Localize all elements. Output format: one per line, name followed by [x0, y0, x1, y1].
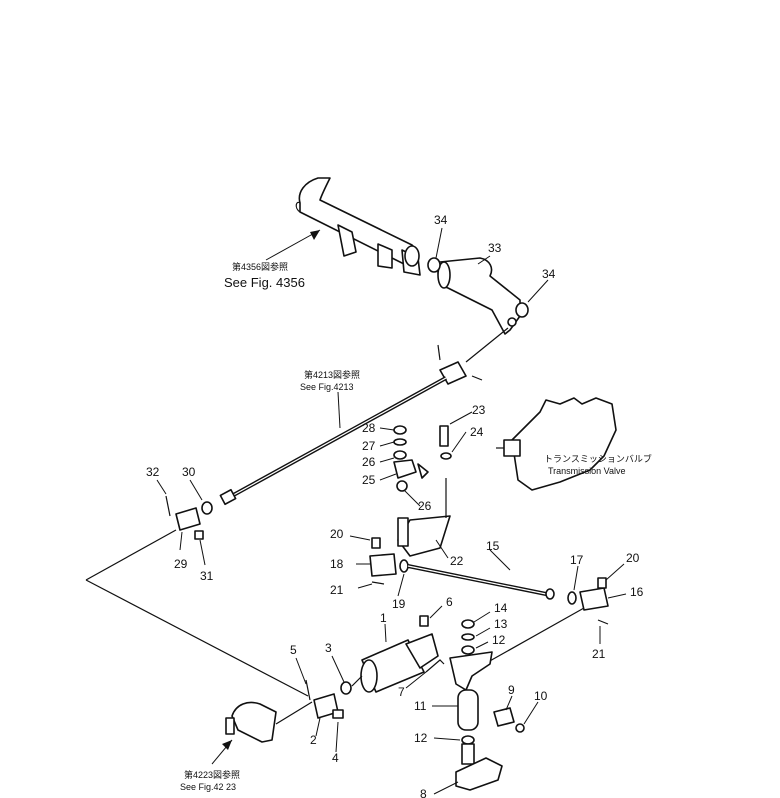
- callout-15: 15: [486, 539, 500, 553]
- transmission-valve: [496, 397, 617, 491]
- callout-13: 13: [494, 617, 508, 631]
- callout-6: 6: [446, 595, 453, 609]
- callout-24: 24: [470, 425, 484, 439]
- upper-shaft-assembly: [295, 177, 421, 276]
- ref-fig4213-jp: 第4213図参照: [304, 369, 360, 380]
- callout-19: 19: [392, 597, 406, 611]
- rod-15: [369, 537, 609, 625]
- callout-26a: 26: [362, 455, 376, 469]
- ref-fig4223-en: See Fig.42 23: [180, 782, 236, 792]
- callout-27: 27: [362, 439, 376, 453]
- callout-30: 30: [182, 465, 196, 479]
- fig4213-leader: [337, 391, 341, 429]
- callout-31: 31: [200, 569, 214, 583]
- link-29-down: [85, 529, 177, 581]
- callout-28: 28: [362, 421, 376, 435]
- callout-20a: 20: [330, 527, 344, 541]
- callout-5: 5: [290, 643, 297, 657]
- valve-label-jp: トランスミッションバルブ: [544, 453, 652, 464]
- ref-fig4356-jp: 第4356図参照: [232, 261, 288, 272]
- callout-23: 23: [472, 403, 486, 417]
- link-diagonal: [85, 579, 309, 697]
- callout-7: 7: [398, 685, 405, 699]
- callout-34a: 34: [434, 213, 448, 227]
- lower-left-lever: [225, 701, 313, 743]
- ref-fig4213-en: See Fig.4213: [300, 382, 354, 392]
- callout-12b: 12: [414, 731, 428, 745]
- callout-10: 10: [534, 689, 548, 703]
- callout-33: 33: [488, 241, 502, 255]
- lever-post-assembly: [449, 619, 525, 791]
- part-33-lever: [427, 257, 529, 335]
- callout-1: 1: [380, 611, 387, 625]
- callout-17: 17: [570, 553, 584, 567]
- callout-34b: 34: [542, 267, 556, 281]
- ref-fig4223-jp: 第4223図参照: [184, 769, 240, 780]
- callout-25: 25: [362, 473, 376, 487]
- callout-9: 9: [508, 683, 515, 697]
- fig4356-pointer: [265, 229, 321, 261]
- callout-8: 8: [420, 787, 427, 798]
- valve-label-en: Transmission Valve: [548, 466, 626, 476]
- parts-29-32: [165, 495, 213, 540]
- callout-26b: 26: [418, 499, 432, 513]
- cylinder-1: [305, 615, 445, 719]
- callout-4: 4: [332, 751, 339, 765]
- upper-rod: [219, 344, 483, 506]
- callout-16: 16: [630, 585, 644, 599]
- link-lever-to-rod: [465, 327, 509, 363]
- fig4223-pointer: [211, 739, 233, 765]
- callout-21a: 21: [330, 583, 344, 597]
- callout-32: 32: [146, 465, 160, 479]
- callout-18: 18: [330, 557, 344, 571]
- callout-14: 14: [494, 601, 508, 615]
- callout-11: 11: [414, 699, 427, 713]
- bracket-22-group: [393, 425, 452, 557]
- link-16-to-arm: [487, 607, 585, 663]
- callout-22: 22: [450, 554, 464, 568]
- callout-2: 2: [310, 733, 317, 747]
- ref-fig4356-en: See Fig. 4356: [224, 275, 305, 290]
- callout-12a: 12: [492, 633, 506, 647]
- callout-21b: 21: [592, 647, 606, 661]
- callout-3: 3: [325, 641, 332, 655]
- callout-29: 29: [174, 557, 188, 571]
- callout-20b: 20: [626, 551, 640, 565]
